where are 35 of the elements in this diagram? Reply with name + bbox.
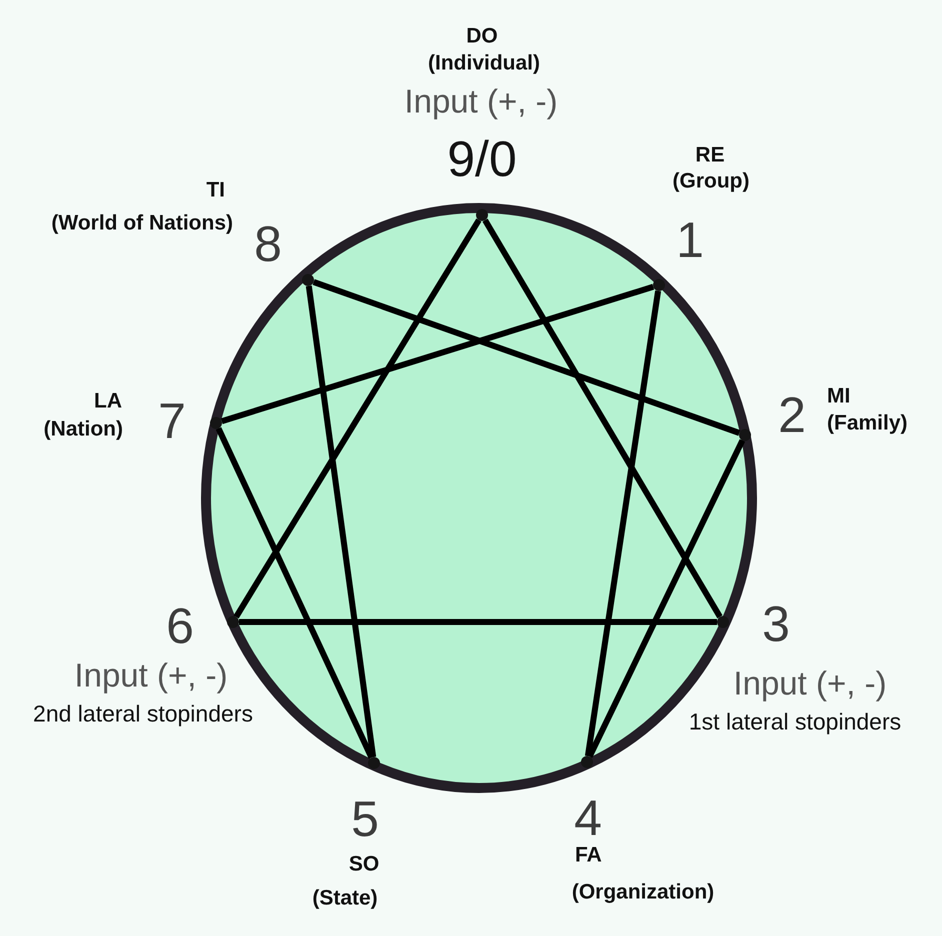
point-number: 1: [676, 215, 704, 265]
point-number: 2: [778, 390, 806, 440]
input-label: Input (+, -): [74, 658, 228, 692]
level-label: (Organization): [572, 882, 714, 902]
input-label: Input (+, -): [404, 84, 558, 118]
point-number: 3: [762, 599, 790, 649]
connector-line: [306, 286, 376, 758]
note-label: TI: [206, 180, 225, 200]
note-label: MI: [827, 386, 850, 406]
point-number: 5: [351, 794, 379, 844]
point-number: 7: [158, 396, 186, 446]
input-label: Input (+, -): [733, 666, 887, 700]
note-label: SO: [348, 854, 380, 874]
level-label: (Group): [672, 170, 750, 192]
level-label: (World of Nations): [51, 212, 233, 234]
note-label: FA: [575, 844, 602, 866]
note-label: RE: [695, 144, 725, 166]
stopinder-label: 1st lateral stopinders: [688, 710, 902, 734]
connector-line: [584, 290, 662, 757]
connector-line: [239, 619, 717, 625]
point-number: 9/0: [447, 134, 517, 184]
level-label: (Family): [827, 412, 908, 434]
note-label: LA: [94, 390, 122, 412]
level-label: (Nation): [44, 418, 123, 440]
level-label: (State): [312, 888, 378, 908]
connector-line: [234, 218, 482, 618]
connector-line: [220, 284, 654, 424]
point-number: 4: [574, 793, 602, 843]
point-number: 6: [166, 601, 194, 651]
connector-line: [482, 218, 723, 618]
note-label: DO: [466, 26, 498, 46]
stopinder-label: 2nd lateral stopinders: [33, 702, 253, 726]
level-label: (Individual): [428, 52, 540, 74]
point-number: 8: [254, 219, 282, 269]
connector-line: [312, 279, 740, 436]
